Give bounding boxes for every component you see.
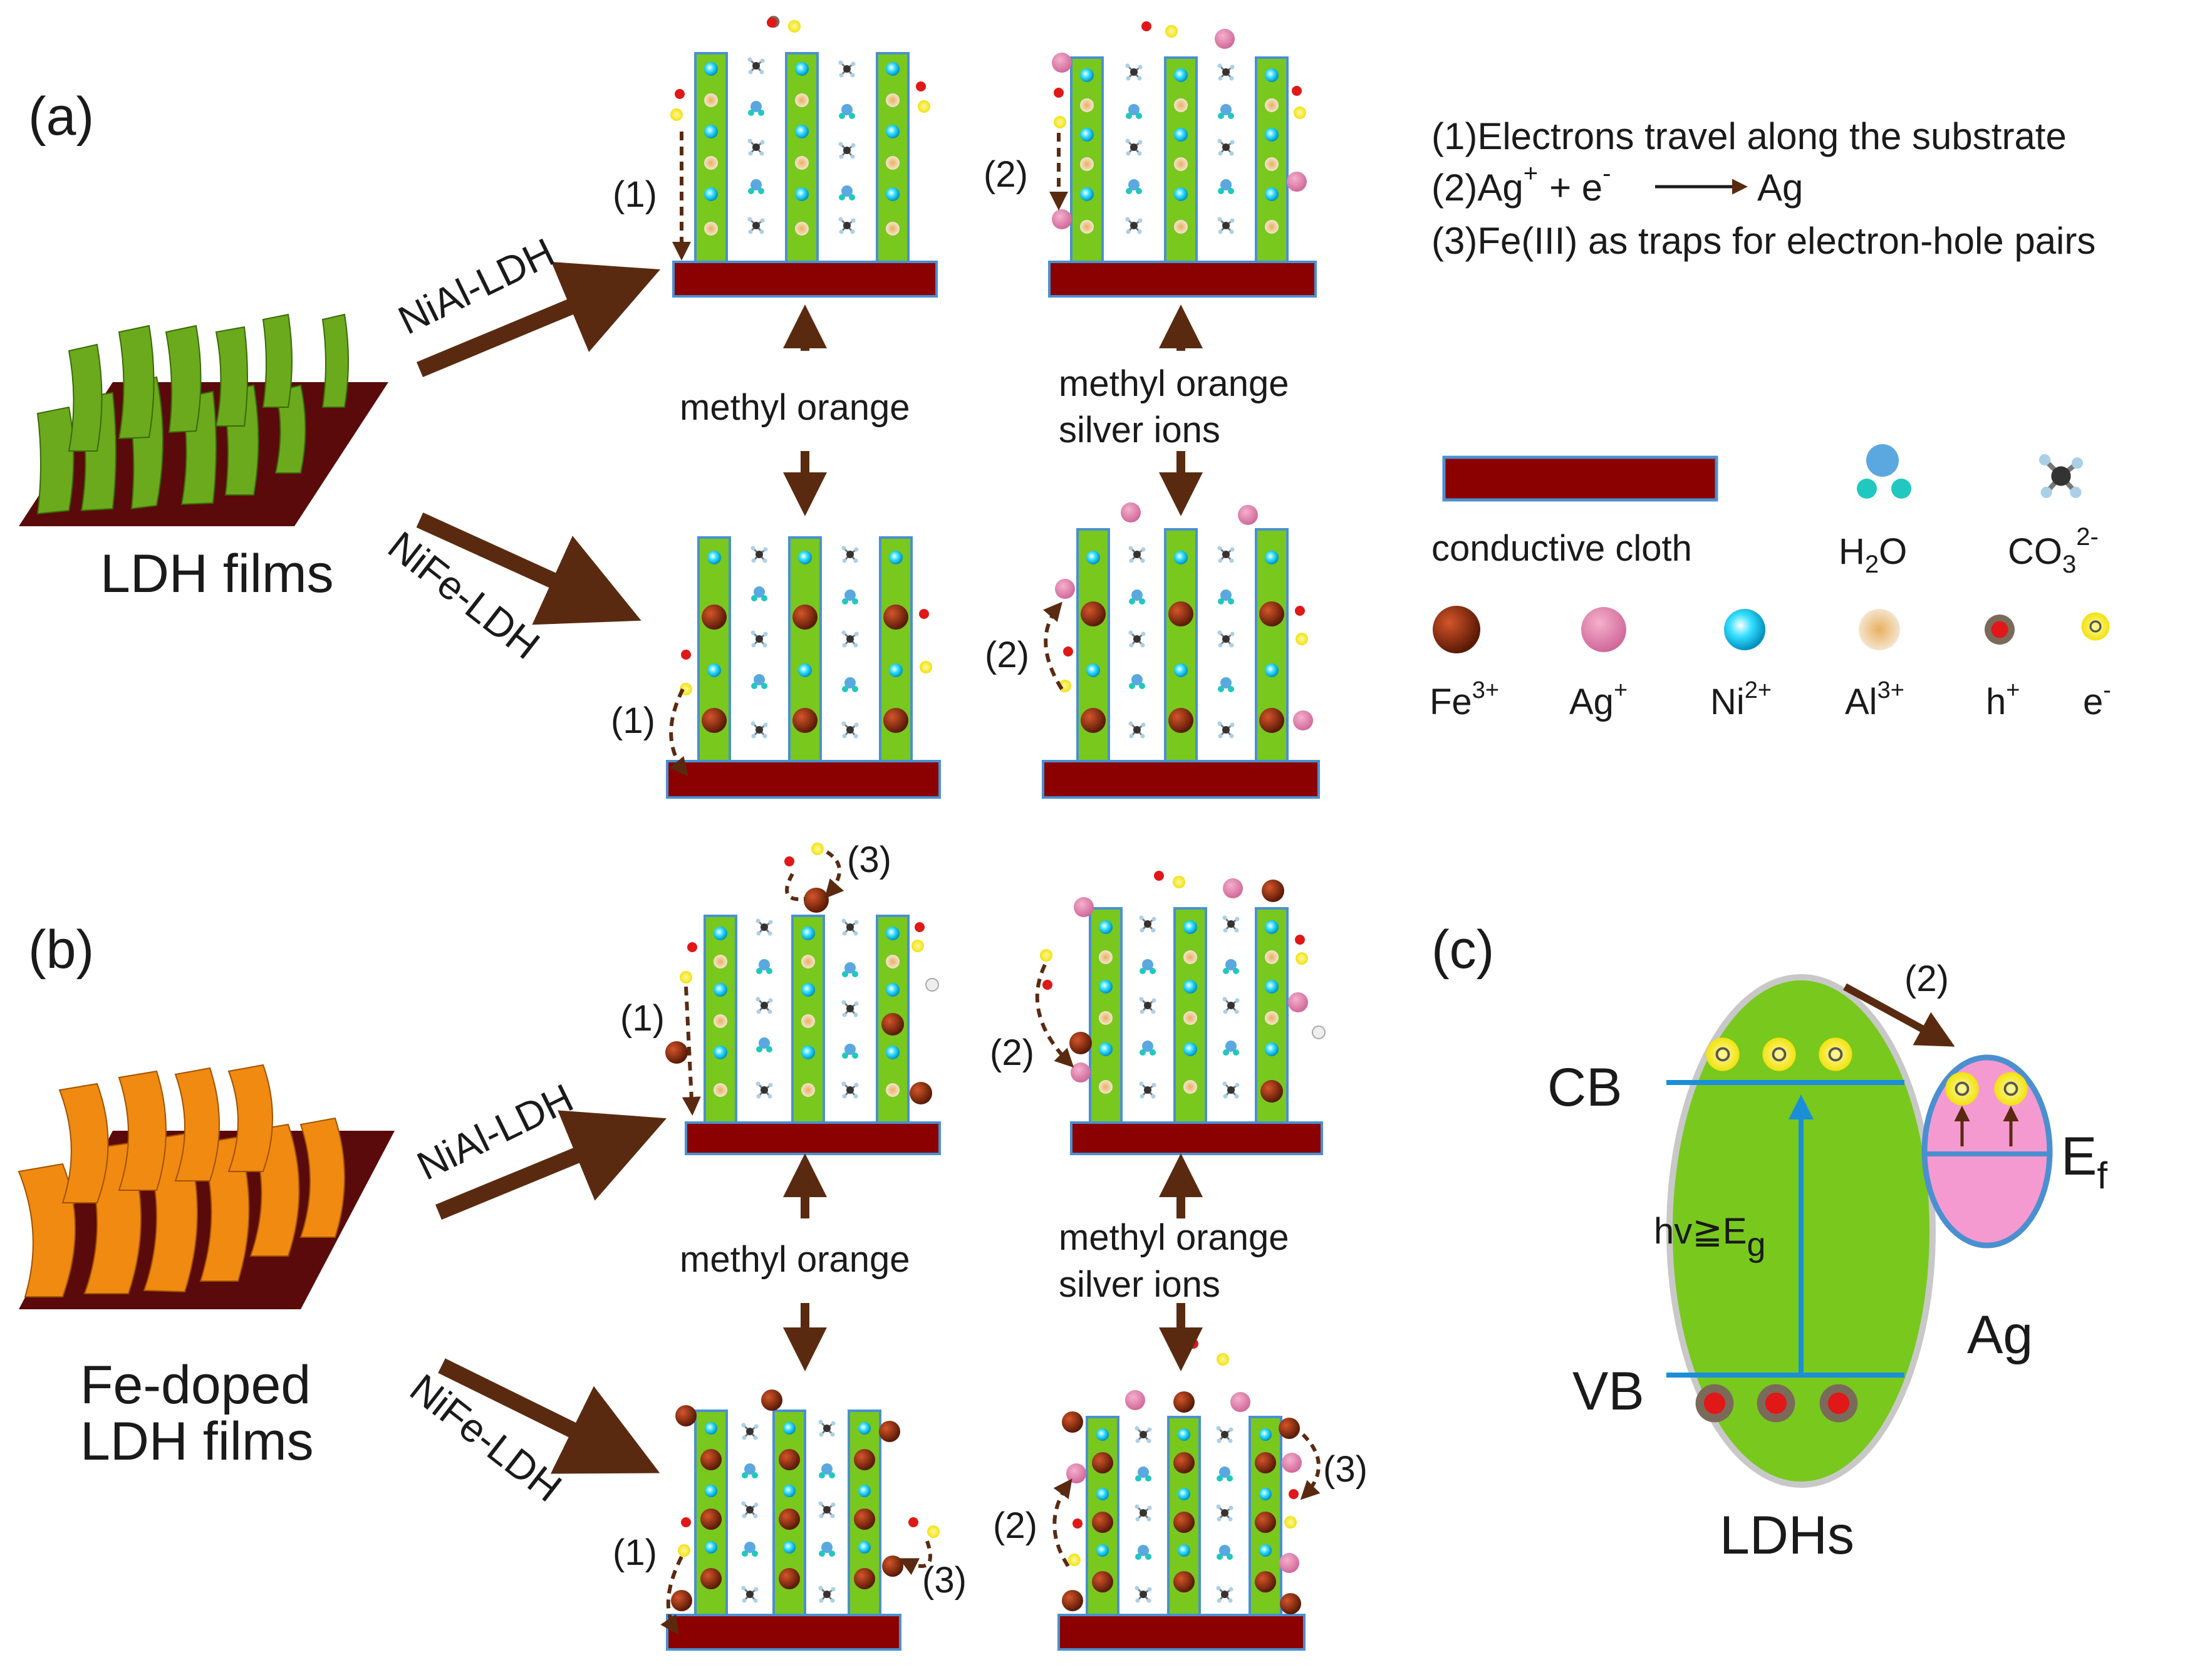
mid-label-a-right-1: methyl orange	[1059, 363, 1289, 404]
cell-a3-step: (1)	[611, 700, 655, 741]
source-label-b-1: Fe-doped	[80, 1355, 311, 1415]
note-1: (1)Electrons travel along the substrate	[1431, 115, 2067, 157]
vb-hole-icon	[1819, 1384, 1858, 1423]
cell-b4: (2) (3)	[993, 1339, 1368, 1651]
cell-a2-step: (2)	[984, 154, 1028, 195]
cell-a4: (2)	[985, 502, 1320, 799]
legend-ni-icon	[1724, 609, 1765, 650]
cell-b4-step2: (2)	[993, 1505, 1037, 1546]
cell-b2-step: (2)	[990, 1032, 1034, 1073]
legend-cloth-swatch	[1442, 455, 1718, 502]
cb-label: CB	[1547, 1057, 1622, 1118]
panel-c-label: (c)	[1431, 920, 1494, 980]
cell-b3: (1) (3)	[613, 1389, 967, 1651]
arrow-b-upper	[435, 1110, 667, 1220]
source-label-a: LDH films	[100, 544, 334, 604]
ag-electron-icon	[1993, 1071, 2029, 1107]
legend-co3-icon	[2039, 454, 2083, 498]
mid-label-b-right-1: methyl orange	[1059, 1217, 1289, 1258]
legend: conductive cloth H2O CO32- Fe3+ Ag+ Ni2+…	[1430, 444, 2111, 722]
arrow-b-lower	[438, 1358, 660, 1474]
legend-hole-label: h+	[1986, 677, 2020, 722]
cell-b1-step1: (1)	[620, 998, 665, 1039]
cell-b3-step1: (1)	[613, 1532, 657, 1573]
cell-b3-step3: (3)	[922, 1560, 967, 1601]
ag-electron-icon	[1944, 1071, 1980, 1107]
vb-label: VB	[1572, 1361, 1644, 1421]
cell-b1: (3) (1)	[620, 839, 941, 1155]
panel-a-label: (a)	[28, 86, 94, 147]
vb-hole-icon	[1757, 1384, 1795, 1423]
mid-label-a-right-2: silver ions	[1059, 410, 1220, 450]
cell-a1: (1)	[613, 16, 938, 298]
note-3: (3)Fe(III) as traps for electron-hole pa…	[1431, 220, 2095, 262]
mid-label-b-right-2: silver ions	[1059, 1264, 1220, 1305]
semiconductor-label: LDHs	[1720, 1505, 1854, 1566]
legend-hole-icon	[1985, 615, 2015, 645]
cell-a2: (2)	[984, 21, 1317, 298]
transfer-arrow	[1843, 983, 1955, 1047]
cb-electron-icon	[1817, 1036, 1854, 1072]
legend-fe-icon	[1433, 606, 1480, 653]
source-label-b-2: LDH films	[80, 1411, 314, 1472]
metal-label: Ag	[1967, 1305, 2033, 1365]
photon-label: hv≧Eg	[1654, 1211, 1766, 1264]
transfer-step: (2)	[1904, 958, 1949, 999]
cell-a4-step: (2)	[985, 635, 1029, 675]
cb-electron-icon	[1705, 1036, 1741, 1072]
arrow-a-lower	[416, 512, 641, 625]
cell-a1-step: (1)	[613, 174, 657, 215]
legend-h2o-label: H2O	[1839, 531, 1907, 578]
legend-electron-icon	[2080, 611, 2111, 642]
mid-label-b-left: methyl orange	[680, 1239, 910, 1280]
band-diagram	[1666, 974, 2053, 1488]
cell-b1-step3: (3)	[847, 839, 891, 880]
note-2: (2)Ag++ e-	[1431, 160, 1611, 209]
ldh-film-graphic	[19, 313, 388, 526]
legend-ag-icon	[1581, 607, 1626, 652]
fermi-label: Ef	[2061, 1126, 2107, 1197]
legend-al-icon	[1859, 609, 1900, 650]
arrow-a-upper	[417, 262, 660, 377]
legend-h2o-icon	[1857, 444, 1911, 499]
cb-electron-icon	[1761, 1036, 1797, 1072]
legend-co3-label: CO32-	[2008, 523, 2099, 578]
legend-al-label: Al3+	[1845, 677, 1904, 722]
legend-cloth-label: conductive cloth	[1431, 528, 1692, 569]
panel-b-label: (b)	[28, 920, 94, 980]
legend-electron-label: e-	[2083, 677, 2111, 722]
legend-ag-label: Ag+	[1569, 677, 1628, 722]
cell-b2: (2)	[990, 871, 1326, 1155]
note-2-product: Ag	[1757, 167, 1803, 209]
cell-a3: (1)	[611, 536, 941, 799]
cell-b4-step3: (3)	[1323, 1449, 1368, 1490]
legend-fe-label: Fe3+	[1430, 677, 1499, 722]
mid-label-a-left: methyl orange	[680, 387, 910, 428]
mid-arrows-a	[783, 304, 1203, 516]
fe-doped-film-graphic	[18, 1064, 395, 1309]
mid-arrows-b	[783, 1153, 1203, 1371]
legend-ni-label: Ni2+	[1710, 677, 1772, 722]
vb-hole-icon	[1695, 1384, 1734, 1423]
